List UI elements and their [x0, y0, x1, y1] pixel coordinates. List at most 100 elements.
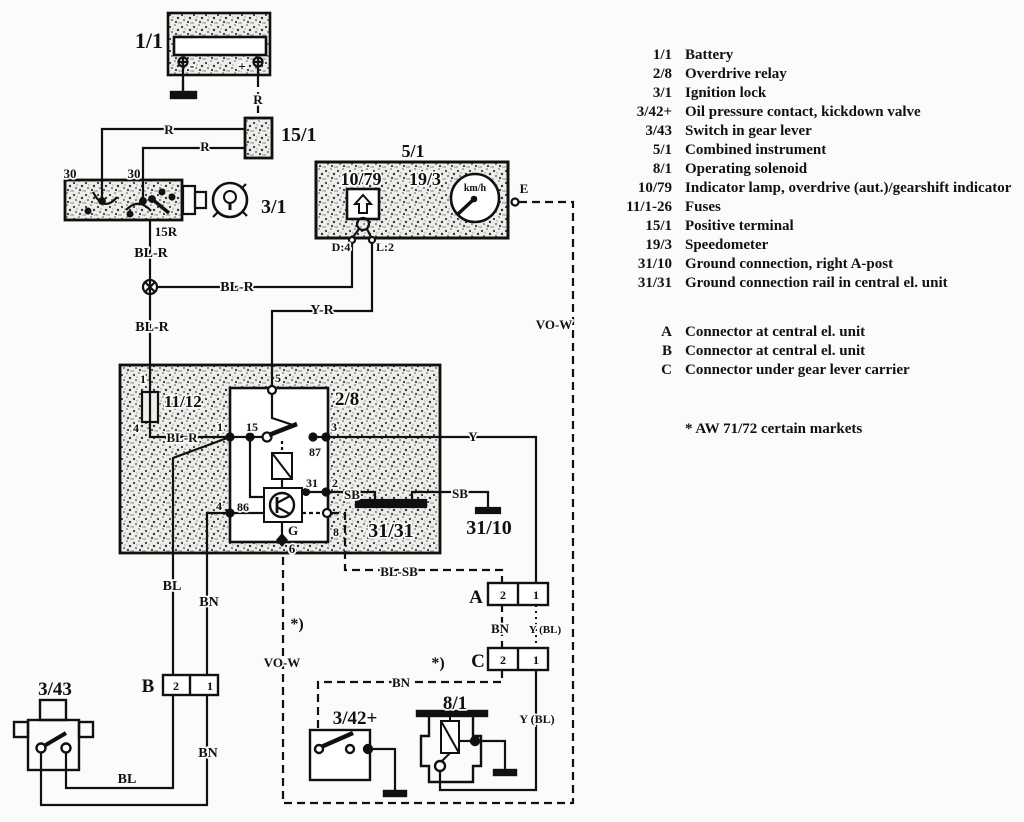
legend-ref: 31/10 — [637, 256, 672, 272]
legend-ref: 2/8 — [652, 66, 672, 82]
relay-terminal-2 — [321, 487, 331, 497]
label-8-45: 8 — [333, 525, 339, 539]
label-bl-r-24: BL-R — [220, 280, 254, 295]
label-3-1-2: 3/1 — [261, 196, 287, 218]
label-11-12-6: 11/12 — [164, 392, 202, 411]
ground-bar-icon — [492, 768, 518, 777]
label---68: - — [190, 59, 195, 74]
ground-31-10-bar-icon — [474, 506, 502, 515]
relay-terminal-3 — [321, 432, 331, 442]
legend-row: 31/10 Ground connection, right A-post — [608, 255, 1020, 274]
label-g-44: G — [288, 523, 298, 538]
solenoid-terminal-signal — [433, 759, 447, 773]
wire-bl-r-column — [141, 220, 159, 365]
label-vo-w-30: VO-W — [536, 317, 573, 332]
label-30-20: 30 — [64, 166, 77, 181]
overdrive-arrow-icon — [352, 193, 374, 214]
label-10-79-4: 10/79 — [340, 169, 381, 189]
wire-bl-r-branch — [157, 244, 354, 289]
connector-b — [161, 673, 220, 697]
contact-blade — [320, 730, 354, 750]
legend-ref: 3/42+ — [636, 104, 672, 120]
legend-ref: B — [661, 343, 672, 359]
label-4-33: 4 — [133, 421, 139, 435]
legend-label: Connector under gear lever carrier — [685, 362, 910, 378]
gear-lever-switch-3-43 — [12, 698, 95, 772]
label-3-38: 3 — [331, 420, 337, 434]
label-e-16: E — [520, 181, 529, 196]
fuse-11-12 — [140, 365, 230, 439]
relay-terminal-8 — [321, 507, 333, 519]
label-2-54: 2 — [173, 679, 179, 693]
relay-switch-blade — [268, 421, 298, 438]
legend-label: Connector at central el. unit — [685, 343, 866, 359]
label-31-40: 31 — [306, 476, 318, 490]
label-r-18: R — [200, 139, 210, 154]
label-bn-61: BN — [491, 621, 510, 636]
connector-c — [486, 646, 550, 672]
battery-ground — [169, 80, 198, 100]
label-y-49: Y — [468, 429, 478, 444]
label---53: *) — [290, 616, 303, 633]
label-r-19: R — [253, 92, 263, 107]
legend-row: 3/42+ Oil pressure contact, kickdown valv… — [608, 103, 1020, 122]
label-15r-22: 15R — [155, 224, 178, 239]
legend-label: Battery — [685, 47, 734, 63]
label-km-h-29: km/h — [464, 183, 487, 194]
label-3-42--11: 3/42+ — [333, 708, 378, 729]
ignition-connector-inner — [193, 190, 208, 210]
solenoid-arrow-icon — [446, 703, 454, 711]
label-bl-r-34: BL-R — [166, 430, 198, 445]
switch-terminal-left — [35, 742, 47, 754]
label-5-1-3: 5/1 — [401, 141, 424, 161]
label-86-43: 86 — [237, 500, 249, 514]
ignition-contact-arc-2 — [125, 202, 152, 212]
contact-terminal-out — [362, 743, 374, 755]
label-87-39: 87 — [309, 445, 321, 459]
battery-positive-post — [252, 56, 264, 79]
legend-label: Positive terminal — [685, 218, 794, 234]
legend-ref: 3/1 — [652, 85, 672, 101]
legend-ref: 10/79 — [637, 180, 672, 196]
legend-ref: 11/1-26 — [626, 199, 672, 215]
label-31-31-8: 31/31 — [368, 520, 414, 542]
label-bl-sb-50: BL-SB — [380, 564, 418, 579]
label-15-37: 15 — [246, 420, 258, 434]
relay-2-8 — [225, 365, 333, 547]
terminal-l2 — [367, 235, 377, 245]
legend-label: Ground connection, right A-post — [685, 256, 894, 272]
label-1-55: 1 — [207, 679, 213, 693]
legend-ref: 5/1 — [652, 142, 672, 158]
label-sb-47: SB — [344, 487, 360, 502]
ground-bar-icon — [382, 789, 408, 798]
label-2-41: 2 — [332, 476, 338, 490]
label-r-17: R — [164, 122, 174, 137]
legend-label: Fuses — [685, 199, 721, 215]
label-1-65: 1 — [533, 653, 539, 667]
label-c-15: C — [471, 651, 485, 672]
label-a-13: A — [469, 587, 483, 608]
label-3-43-10: 3/43 — [38, 679, 72, 700]
label-y-r-26: Y-R — [310, 303, 334, 318]
legend-label: Ground connection rail in central el. un… — [685, 275, 948, 291]
legend-ref: A — [661, 324, 672, 340]
label-19-3-5: 19/3 — [409, 169, 441, 189]
switch-blade — [42, 731, 68, 748]
legend-footnote: * AW 71/72 certain markets — [685, 421, 863, 437]
legend-label: Switch in gear lever — [685, 123, 812, 139]
splice-junction-icon — [141, 278, 159, 296]
combined-instrument-5-1 — [314, 160, 520, 245]
legend-label: Oil pressure contact, kickdown valve — [685, 104, 921, 120]
label-sb-48: SB — [452, 486, 468, 501]
oil-pressure-contact-3-42 — [308, 728, 408, 798]
